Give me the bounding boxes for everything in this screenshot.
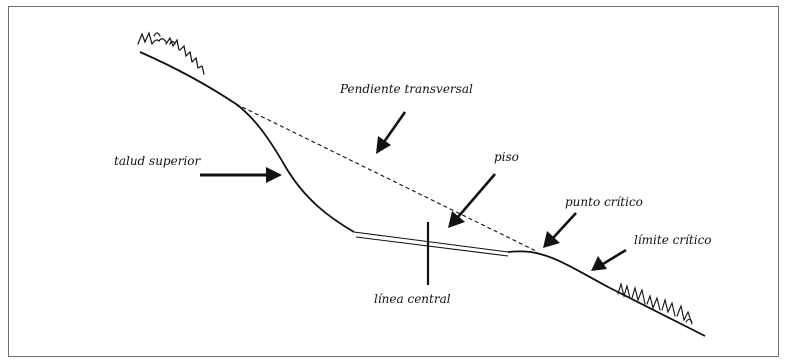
cross-slope-dashed-line — [235, 103, 539, 253]
vegetation-upper — [137, 31, 205, 75]
lower-slope-line — [507, 250, 706, 337]
arrows — [200, 111, 627, 271]
vegetation-lower — [617, 281, 693, 325]
arrow-piso — [457, 173, 496, 218]
label-piso: piso — [494, 150, 519, 164]
label-limite-critico: límite crítico — [634, 233, 712, 247]
road-floor — [353, 231, 509, 257]
label-linea-central: línea central — [374, 292, 451, 306]
arrow-limite-critico — [602, 248, 627, 266]
arrow-punto-critico — [552, 212, 577, 239]
upper-slope-line — [139, 51, 355, 233]
label-pendiente-transversal: Pendiente transversal — [340, 82, 473, 96]
arrow-pendiente-transversal — [382, 111, 407, 143]
label-talud-superior: talud superior — [114, 154, 201, 168]
label-punto-critico: punto crítico — [565, 195, 643, 209]
